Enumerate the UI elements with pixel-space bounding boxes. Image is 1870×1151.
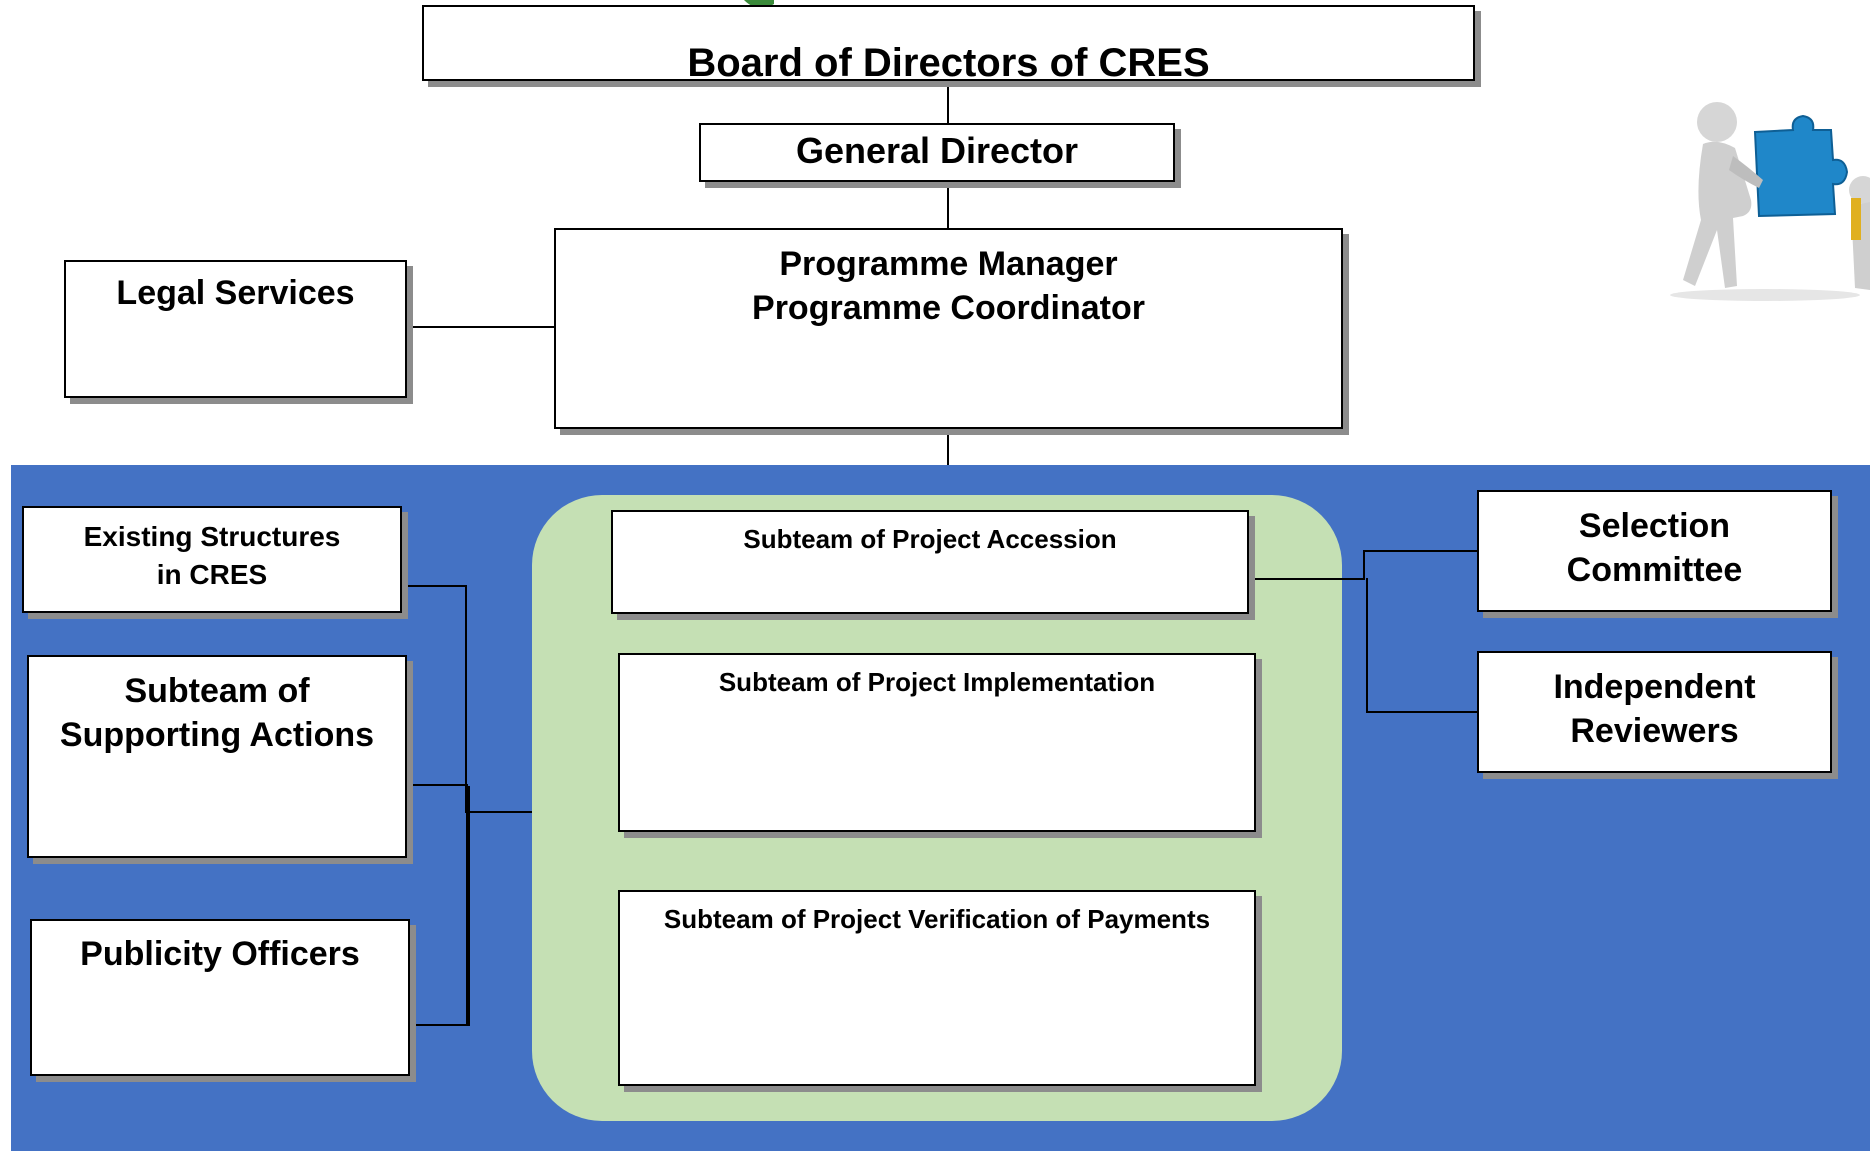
connector-pm-band (947, 430, 949, 465)
publicity-officers-box: Publicity Officers (30, 919, 410, 1076)
existing-structures-label-2: in CRES (156, 559, 268, 590)
publicity-officers-label: Publicity Officers (80, 935, 360, 973)
connector-selection-h (1363, 550, 1477, 552)
person-carrying-puzzle-piece-icon (1670, 102, 1870, 301)
connector-existing-v (465, 585, 467, 813)
connector-supporting-v (466, 784, 468, 1025)
independent-reviewers-box: Independent Reviewers (1477, 651, 1832, 773)
connector-publicity-h (409, 1024, 470, 1026)
connector-board-gd (947, 80, 949, 123)
general-director-box: General Director (699, 123, 1175, 182)
project-implementation-box: Subteam of Project Implementation (618, 653, 1256, 832)
selection-committee-label-2: Committee (1566, 551, 1743, 589)
existing-structures-box: Existing Structures in CRES (22, 506, 402, 613)
independent-reviewers-label-2: Reviewers (1570, 712, 1739, 750)
project-implementation-label: Subteam of Project Implementation (718, 667, 1156, 697)
connector-accession-right (1249, 578, 1365, 580)
legal-services-label: Legal Services (116, 274, 355, 312)
connector-right-v-lower (1366, 578, 1368, 713)
board-of-directors-box: Board of Directors of CRES (422, 5, 1475, 85)
selection-committee-label-1: Selection (1578, 507, 1731, 545)
board-of-directors-label: Board of Directors of CRES (687, 41, 1210, 85)
general-director-label: General Director (795, 130, 1079, 171)
programme-coordinator-label: Programme Coordinator (752, 289, 1145, 327)
connector-bracket-panel (465, 811, 532, 813)
project-accession-label: Subteam of Project Accession (743, 524, 1117, 554)
connector-publicity-v (468, 786, 470, 1026)
project-verification-label: Subteam of Project Verification of Payme… (663, 904, 1211, 934)
connector-supporting-h (406, 784, 468, 786)
project-accession-box: Subteam of Project Accession (611, 510, 1249, 614)
connector-right-v-upper (1363, 550, 1365, 580)
supporting-actions-box: Subteam of Supporting Actions (27, 655, 407, 858)
connector-legal-pm (406, 326, 554, 328)
programme-manager-box: Programme Manager Programme Coordinator (554, 228, 1343, 429)
selection-committee-box: Selection Committee (1477, 490, 1832, 612)
connector-reviewers-h (1366, 711, 1481, 713)
supporting-actions-label-2: Supporting Actions (59, 716, 375, 754)
legal-services-box: Legal Services (64, 260, 407, 398)
programme-manager-label: Programme Manager (779, 245, 1118, 283)
supporting-actions-label-1: Subteam of (124, 672, 310, 710)
independent-reviewers-label-1: Independent (1553, 668, 1756, 706)
connector-gd-pm (947, 183, 949, 228)
existing-structures-label-1: Existing Structures (83, 521, 341, 552)
connector-existing-h (401, 585, 467, 587)
project-verification-box: Subteam of Project Verification of Payme… (618, 890, 1256, 1086)
